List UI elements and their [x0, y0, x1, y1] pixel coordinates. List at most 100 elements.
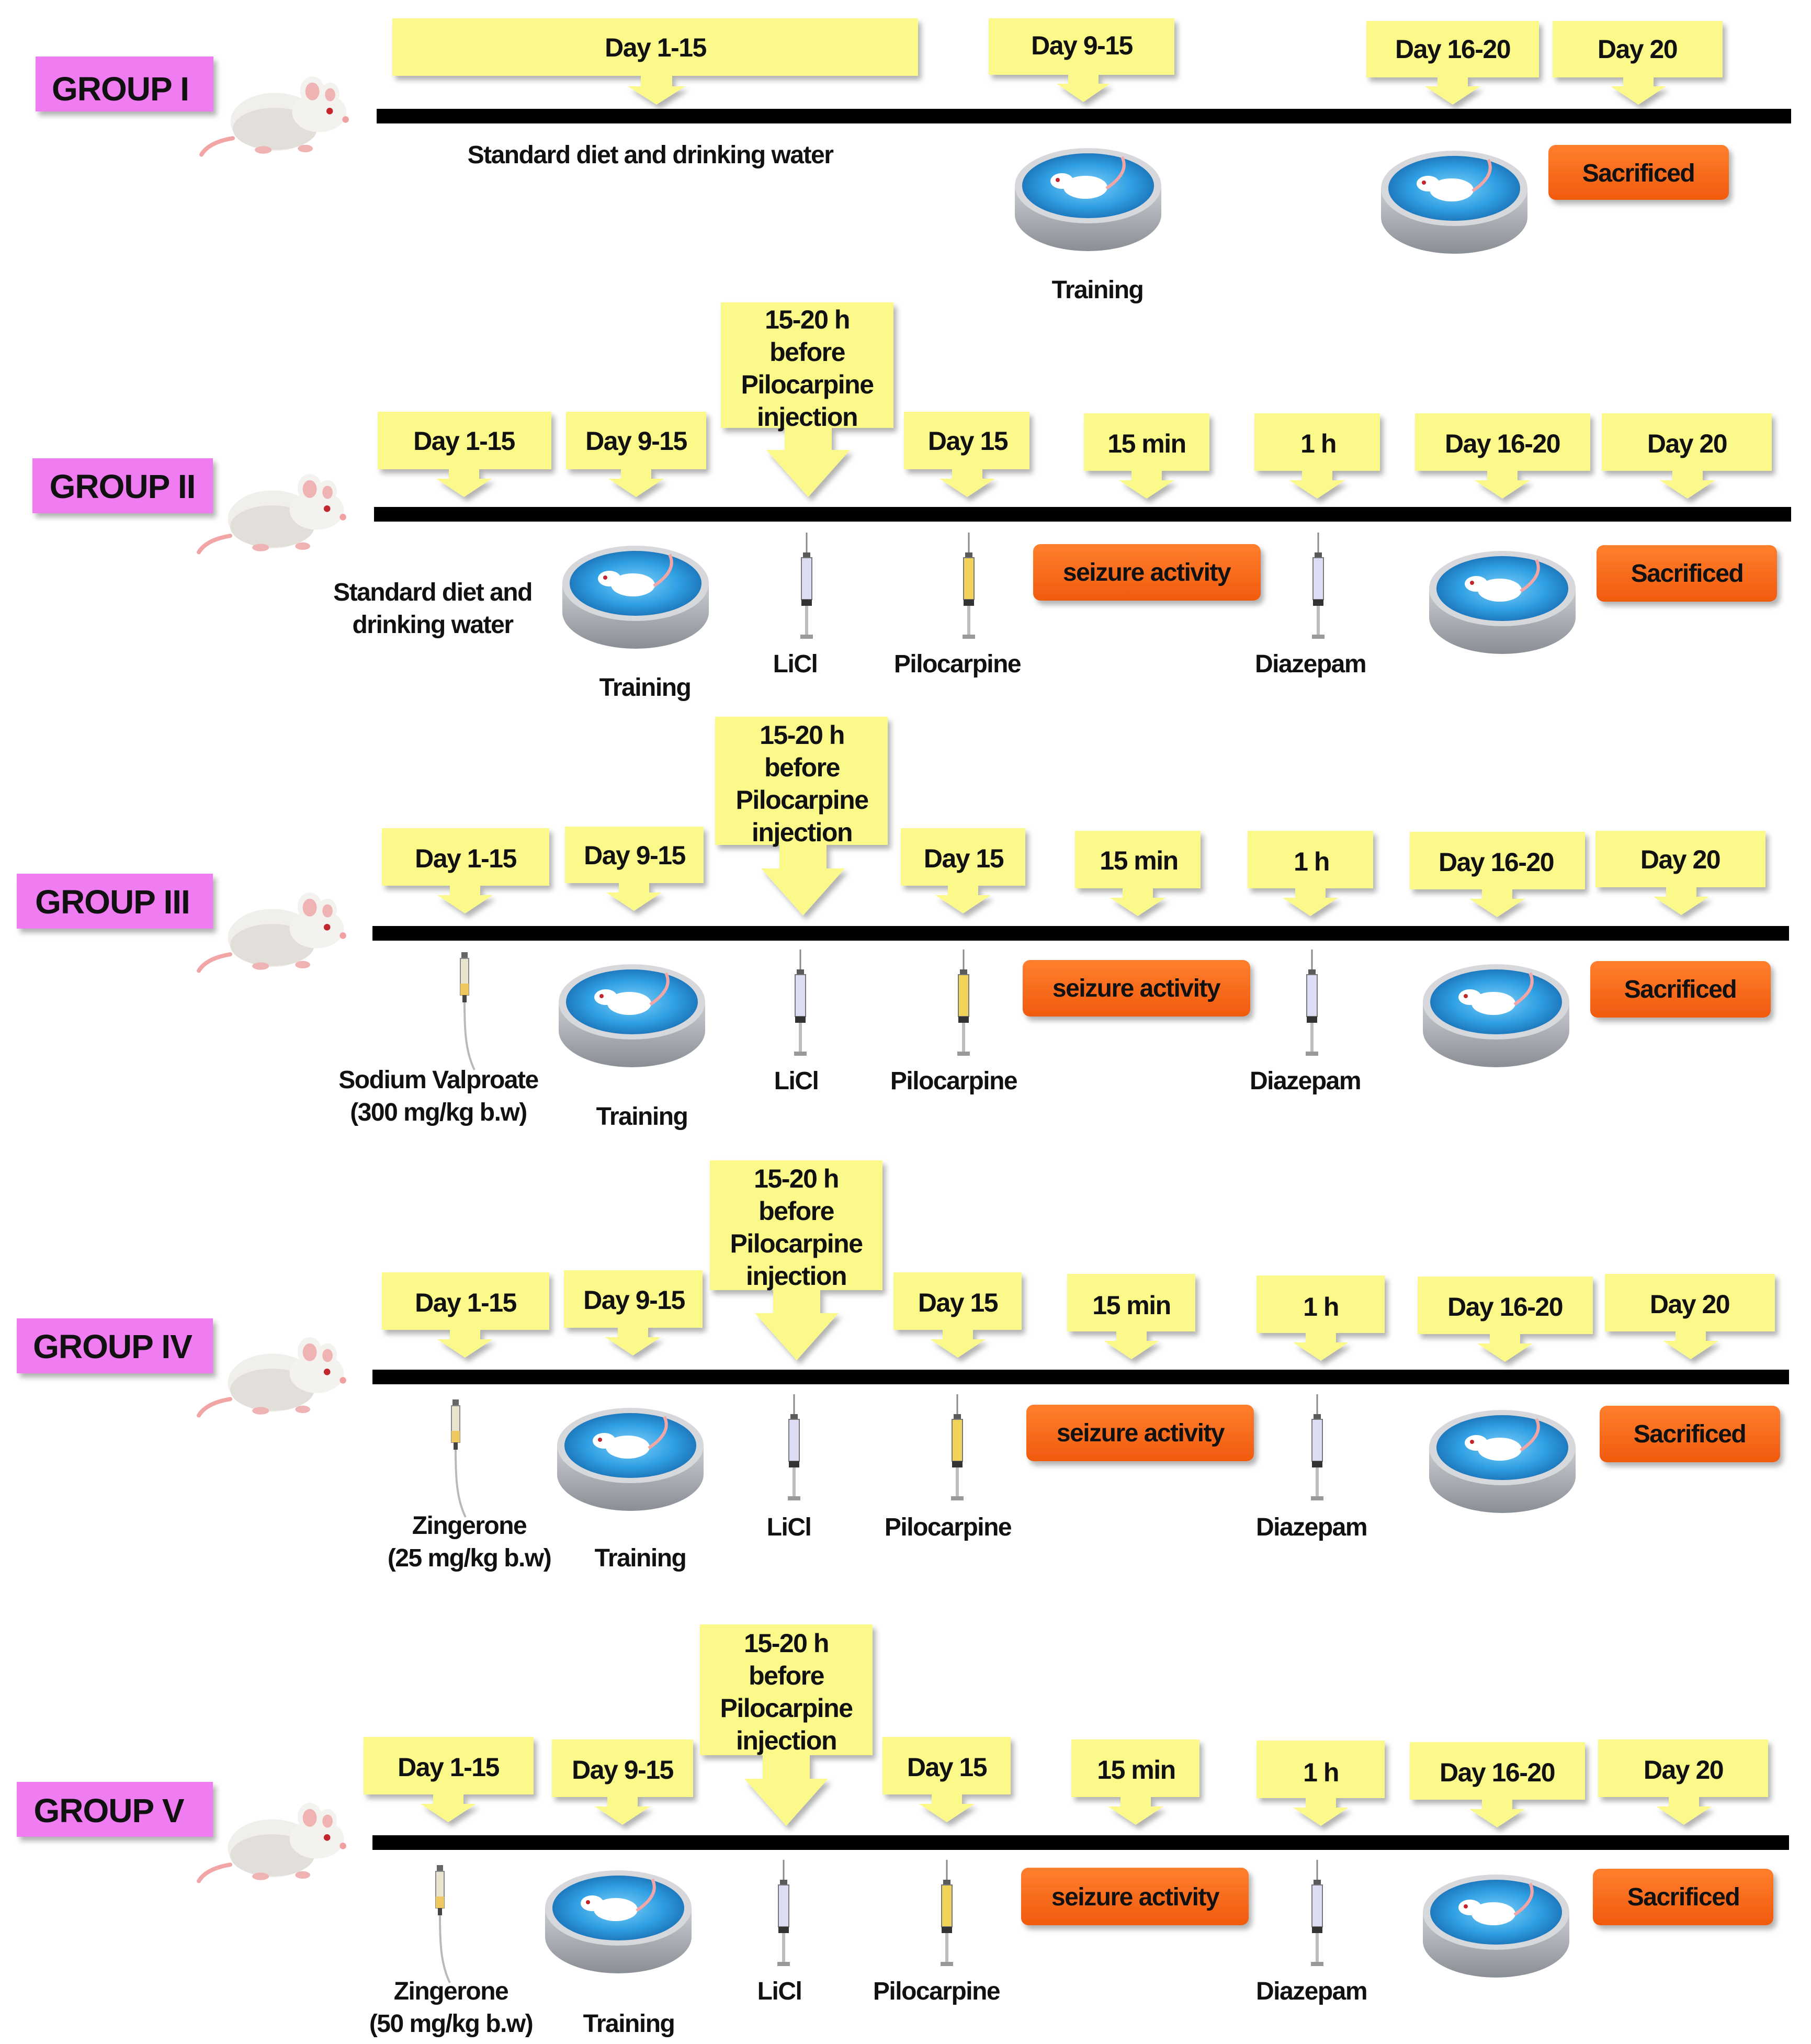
sacrificed-label: Sacrificed — [1634, 1420, 1746, 1448]
big-callout-line-3: Pilocarpine — [735, 785, 868, 815]
group-3-label: GROUP III — [35, 883, 190, 921]
syringe-icon — [950, 1394, 965, 1501]
big-callout-line-1: 15-20 h — [765, 305, 850, 334]
callout-15-20h-before-pilocarpine — [710, 1160, 882, 1360]
callout-day-16-20 — [1415, 413, 1590, 499]
callout-day-20-label: Day 20 — [1650, 1290, 1729, 1319]
callout-day-15 — [882, 1737, 1011, 1822]
pilocarpine-label: Pilocarpine — [873, 1978, 1000, 2005]
callout-day-9-15-label: Day 9-15 — [584, 841, 685, 870]
diet-label: Standard diet and drinking water — [468, 141, 834, 169]
callout-day-15-label: Day 15 — [918, 1288, 998, 1317]
seizure-activity-label: seizure activity — [1051, 1883, 1220, 1911]
syringe-icon — [793, 950, 808, 1057]
diet-label-line-2: drinking water — [352, 611, 513, 639]
training-label: Training — [1052, 276, 1144, 304]
mouse-icon — [199, 1337, 346, 1415]
callout-15-20h-before-pilocarpine — [715, 717, 888, 916]
callout-day-20 — [1595, 831, 1765, 915]
group-2-label: GROUP II — [50, 468, 196, 505]
callout-day-16-20-label: Day 16-20 — [1395, 35, 1510, 64]
water-maze-icon — [562, 546, 709, 649]
big-callout-line-4: injection — [736, 1726, 836, 1755]
callout-day-16-20-label: Day 16-20 — [1447, 1292, 1563, 1322]
big-callout-line-3: Pilocarpine — [741, 370, 874, 399]
callout-day-1-15-label: Day 1-15 — [605, 33, 706, 62]
treatment-label-line-2: (25 mg/kg b.w) — [388, 1544, 551, 1572]
syringe-icon — [1311, 533, 1326, 640]
callout-day-1-15-label: Day 1-15 — [398, 1753, 499, 1782]
sacrificed-box — [1597, 545, 1777, 602]
seizure-activity-box — [1033, 544, 1261, 601]
callout-1-h — [1257, 1741, 1385, 1826]
gavage-needle-icon — [450, 1399, 467, 1518]
callout-day-1-15 — [392, 18, 918, 105]
big-callout-line-3: Pilocarpine — [730, 1229, 863, 1258]
treatment-label-line-2: (300 mg/kg b.w) — [350, 1099, 527, 1126]
group-2-label-box — [32, 458, 213, 513]
big-callout-line-2: before — [759, 1196, 834, 1226]
big-callout-line-4: injection — [746, 1261, 846, 1291]
licl-label: LiCl — [773, 650, 818, 678]
group-4-label: GROUP IV — [33, 1328, 193, 1365]
big-callout-line-3: Pilocarpine — [720, 1693, 853, 1723]
callout-day-9-15-label: Day 9-15 — [583, 1285, 685, 1315]
seizure-activity-label: seizure activity — [1052, 975, 1221, 1002]
water-maze-icon — [1429, 1410, 1576, 1513]
syringe-icon — [961, 533, 976, 640]
group-1-label-box — [36, 57, 213, 111]
diazepam-label: Diazepam — [1250, 1067, 1361, 1095]
callout-15-min-label: 15 min — [1097, 1755, 1175, 1785]
big-callout-line-1: 15-20 h — [760, 720, 844, 750]
callout-1-h-label: 1 h — [1303, 1292, 1339, 1322]
callout-day-15-label: Day 15 — [928, 426, 1008, 456]
callout-day-20-label: Day 20 — [1647, 429, 1727, 458]
syringe-icon — [776, 1860, 791, 1967]
callout-day-9-15-label: Day 9-15 — [572, 1755, 673, 1785]
group-1-label: GROUP I — [52, 70, 189, 108]
callout-15-min-label: 15 min — [1100, 846, 1178, 875]
callout-day-20-label: Day 20 — [1598, 35, 1677, 64]
callout-15-min — [1084, 413, 1209, 499]
water-maze-icon — [557, 1408, 704, 1511]
seizure-activity-box — [1026, 1405, 1254, 1461]
callout-1-h — [1254, 413, 1380, 499]
group-5-label: GROUP V — [34, 1792, 185, 1830]
water-maze-icon — [1429, 551, 1576, 654]
callout-day-16-20-label: Day 16-20 — [1445, 429, 1560, 458]
syringe-icon — [1310, 1860, 1325, 1967]
big-callout-line-2: before — [769, 337, 845, 367]
callout-day-1-15 — [382, 1272, 549, 1358]
water-maze-icon — [545, 1870, 692, 1973]
callout-day-15-label: Day 15 — [924, 844, 1004, 873]
mouse-icon — [199, 474, 346, 552]
callout-15-min — [1067, 1274, 1195, 1359]
sacrificed-label: Sacrificed — [1624, 976, 1736, 1003]
group-5-label-box — [17, 1782, 213, 1837]
gavage-needle-icon — [459, 952, 476, 1071]
water-maze-icon — [559, 964, 705, 1067]
water-maze-icon — [1015, 148, 1161, 251]
group-3: GROUP III Day 1-15 Day 9-15 15-20 h befo… — [17, 717, 1789, 1131]
callout-day-1-15 — [378, 412, 551, 497]
water-maze-icon — [1423, 964, 1569, 1067]
seizure-activity-box — [1023, 960, 1250, 1017]
gavage-needle-icon — [435, 1865, 451, 1984]
diazepam-label: Diazepam — [1256, 1514, 1367, 1541]
licl-label: LiCl — [757, 1978, 802, 2005]
sacrificed-box — [1590, 961, 1771, 1018]
callout-day-16-20 — [1410, 1742, 1585, 1827]
callout-15-min-label: 15 min — [1092, 1291, 1170, 1320]
group-1: GROUP I Day 1-15 Day 9-15 Day 16-20 Day … — [36, 18, 1791, 304]
training-label: Training — [596, 1103, 688, 1131]
sacrificed-label: Sacrificed — [1582, 160, 1694, 187]
callout-15-20h-before-pilocarpine — [700, 1624, 873, 1826]
licl-label: LiCl — [774, 1067, 819, 1095]
licl-label: LiCl — [767, 1514, 811, 1541]
big-callout-line-2: before — [749, 1661, 824, 1690]
group-4-label-box — [17, 1318, 213, 1373]
syringe-icon — [787, 1394, 801, 1501]
syringe-icon — [799, 533, 814, 640]
callout-1-h — [1248, 831, 1373, 916]
callout-day-9-15 — [989, 18, 1174, 102]
